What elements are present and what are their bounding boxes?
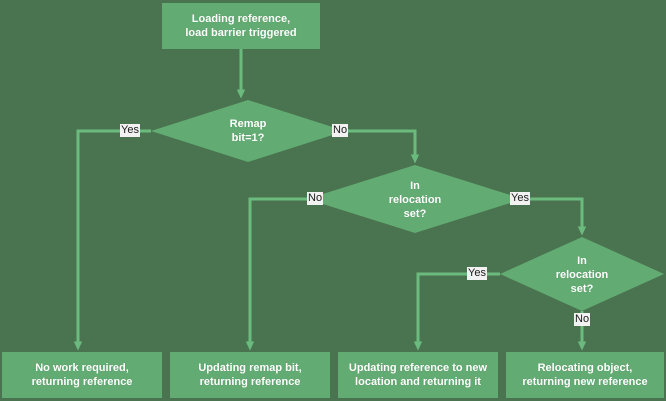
edge-remap-no-to-reloc1 [345, 129, 420, 164]
node-decision-remap-shape [151, 100, 345, 162]
edge-reloc1-no-to-out2 [245, 197, 307, 351]
edge-label-remap-yes: Yes [120, 124, 140, 137]
edge-label-reloc2-yes: Yes [467, 267, 487, 280]
edge-label-reloc1-no: No [307, 192, 324, 205]
node-decision-reloc1-shape [307, 165, 523, 233]
edge-label-remap-no: No [332, 124, 349, 137]
edge-reloc2-yes-to-out3 [413, 272, 500, 351]
node-out3-shape [338, 352, 498, 398]
edge-reloc1-yes-to-reloc2 [523, 197, 587, 236]
edge-label-reloc2-no: No [574, 313, 591, 326]
node-out4-shape [506, 352, 664, 398]
node-decision-reloc2-shape [500, 237, 664, 311]
node-out2-shape [170, 352, 330, 398]
edge-remap-yes-to-out1 [73, 129, 151, 351]
edge-label-reloc1-yes: Yes [510, 192, 530, 205]
node-out1-shape [2, 352, 162, 398]
node-start-shape [162, 3, 320, 49]
